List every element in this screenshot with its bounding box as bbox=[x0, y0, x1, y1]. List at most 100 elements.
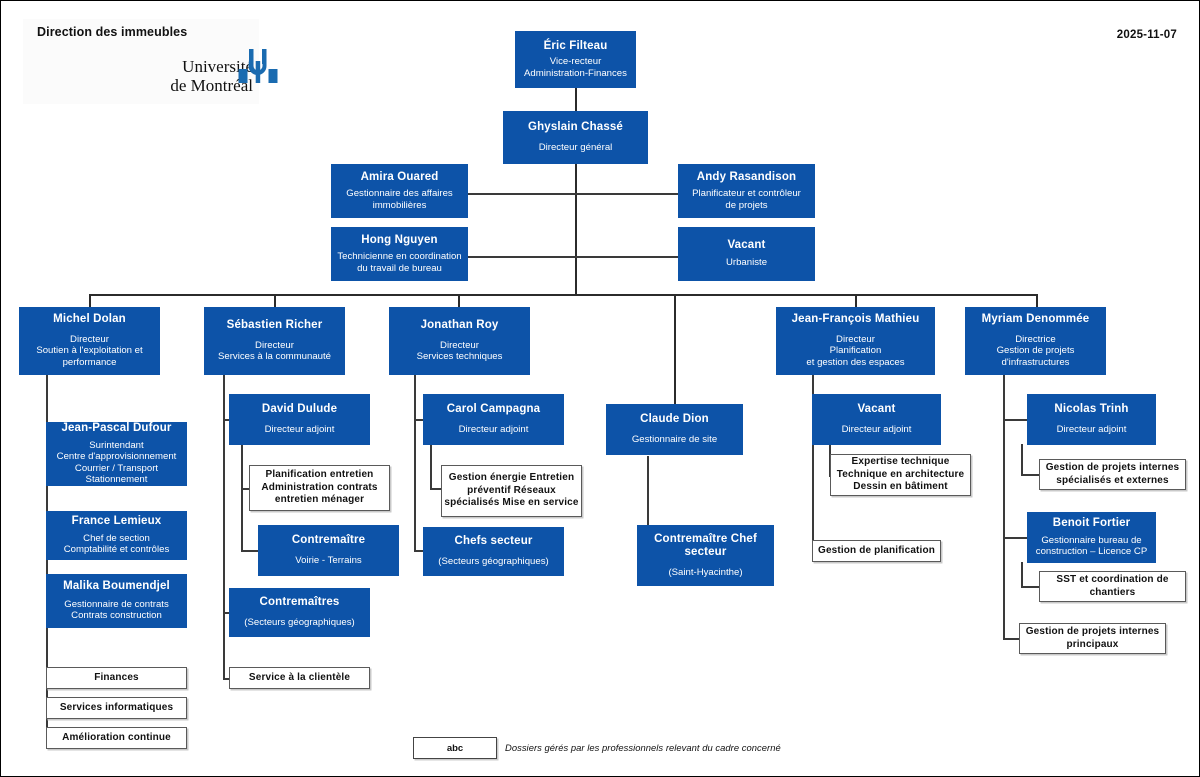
node-staff-andy-rasandison[interactable]: Andy Rasandison Planificateur et contrôl… bbox=[678, 164, 815, 218]
node-name: Ghyslain Chassé bbox=[528, 121, 623, 134]
university-name-line2: de Montréal bbox=[170, 76, 253, 95]
connector-denommee-projets-principaux bbox=[1003, 638, 1027, 640]
node-role: (Secteurs géographiques) bbox=[244, 616, 355, 628]
node-role: Directeur Services techniques bbox=[416, 339, 503, 363]
node-director-general[interactable]: Ghyslain Chassé Directeur général bbox=[503, 111, 648, 164]
node-contremaitres-secteurs[interactable]: Contremaîtres (Secteurs géographiques) bbox=[229, 588, 370, 637]
connector-drop-dion bbox=[674, 294, 676, 404]
legend-description: Dossiers gérés par les professionnels re… bbox=[505, 742, 781, 753]
node-planification-entretien[interactable]: Planification entretien Administration c… bbox=[249, 465, 390, 511]
connector-spine-denommee bbox=[1003, 375, 1005, 639]
udem-logo-mark-icon bbox=[238, 49, 278, 83]
node-vacant-directeur-adjoint[interactable]: Vacant Directeur adjoint bbox=[812, 394, 941, 445]
connector-staff-andy bbox=[575, 193, 678, 195]
connector-drop-denommee bbox=[1036, 294, 1038, 307]
node-amelioration-continue[interactable]: Amélioration continue bbox=[46, 727, 187, 749]
node-role: Gestionnaire de contrats Contrats constr… bbox=[64, 598, 169, 622]
node-director-michel-dolan[interactable]: Michel Dolan Directeur Soutien à l'explo… bbox=[19, 307, 160, 375]
node-name: Amélioration continue bbox=[62, 731, 171, 743]
node-name: Amira Ouared bbox=[360, 170, 439, 183]
node-role: Gestionnaire bureau de construction – Li… bbox=[1035, 534, 1148, 558]
node-gestion-energie[interactable]: Gestion énergie Entretien préventif Rése… bbox=[441, 465, 582, 517]
node-name: Contremaître bbox=[291, 534, 366, 547]
node-staff-urbaniste-vacant[interactable]: Vacant Urbaniste bbox=[678, 227, 815, 281]
node-role: Gestionnaire de site bbox=[631, 433, 718, 445]
node-role: Technicienne en coordination du travail … bbox=[337, 251, 462, 274]
node-director-myriam-denommee[interactable]: Myriam Denommée Directrice Gestion de pr… bbox=[965, 307, 1106, 375]
node-services-informatiques[interactable]: Services informatiques bbox=[46, 697, 187, 719]
node-chefs-secteur[interactable]: Chefs secteur (Secteurs géographiques) bbox=[423, 527, 564, 576]
connector-staff-hong bbox=[468, 256, 576, 258]
node-finances[interactable]: Finances bbox=[46, 667, 187, 689]
node-carol-campagna[interactable]: Carol Campagna Directeur adjoint bbox=[423, 394, 564, 445]
node-name: Gestion énergie Entretien préventif Rése… bbox=[444, 472, 579, 509]
node-name: Claude Dion bbox=[640, 413, 709, 426]
connector-drop-roy bbox=[458, 294, 460, 307]
node-gestion-projets-specialises[interactable]: Gestion de projets internes spécialisés … bbox=[1039, 459, 1186, 490]
connector-drop-dolan bbox=[89, 294, 91, 307]
node-name: Jonathan Roy bbox=[420, 319, 499, 332]
node-role: Voirie - Terrains bbox=[295, 554, 362, 566]
node-gestion-projets-principaux[interactable]: Gestion de projets internes principaux bbox=[1019, 623, 1166, 654]
node-staff-amira-ouared[interactable]: Amira Ouared Gestionnaire des affaires i… bbox=[331, 164, 468, 218]
legend-sample-box: abc bbox=[413, 737, 497, 759]
node-staff-hong-nguyen[interactable]: Hong Nguyen Technicienne en coordination… bbox=[331, 227, 468, 281]
node-role: Directeur adjoint bbox=[264, 423, 335, 435]
node-malika-boumendjel[interactable]: Malika Boumendjel Gestionnaire de contra… bbox=[46, 574, 187, 628]
node-david-dulude[interactable]: David Dulude Directeur adjoint bbox=[229, 394, 370, 445]
node-name: Benoit Fortier bbox=[1052, 517, 1131, 530]
node-expertise-technique[interactable]: Expertise technique Technique en archite… bbox=[830, 454, 971, 496]
node-role: Directrice Gestion de projets d'infrastr… bbox=[996, 333, 1075, 369]
node-role: Urbaniste bbox=[725, 256, 768, 268]
node-service-clientele[interactable]: Service à la clientèle bbox=[229, 667, 370, 689]
connector-staff-urbaniste bbox=[575, 256, 678, 258]
node-contremaitre-voirie[interactable]: Contremaître Voirie - Terrains bbox=[258, 525, 399, 576]
connector-spine-richer bbox=[223, 375, 225, 679]
node-name: Gestion de projets internes principaux bbox=[1025, 626, 1160, 650]
node-france-lemieux[interactable]: France Lemieux Chef de section Comptabil… bbox=[46, 511, 187, 560]
connector-filteau-chasse bbox=[575, 87, 577, 111]
node-name: Myriam Denommée bbox=[981, 313, 1090, 326]
node-director-sebastien-richer[interactable]: Sébastien Richer Directeur Services à la… bbox=[204, 307, 345, 375]
node-role: Directeur Soutien à l'exploitation et pe… bbox=[36, 333, 143, 369]
node-name: Finances bbox=[94, 671, 139, 683]
node-name: Carol Campagna bbox=[446, 403, 541, 416]
node-gestion-planification[interactable]: Gestion de planification bbox=[812, 540, 941, 562]
node-name: Éric Filteau bbox=[543, 39, 608, 52]
node-director-jean-francois-mathieu[interactable]: Jean-François Mathieu Directeur Planific… bbox=[776, 307, 935, 375]
node-name: Contremaîtres bbox=[259, 596, 340, 609]
node-name: Malika Boumendjel bbox=[63, 580, 170, 593]
node-role: Directeur général bbox=[538, 141, 613, 153]
node-name: Nicolas Trinh bbox=[1054, 403, 1129, 416]
node-name: Jean-Pascal Dufour bbox=[61, 422, 172, 435]
connector-denommee-fortier bbox=[1003, 537, 1027, 539]
node-role: Directeur adjoint bbox=[841, 423, 912, 435]
node-role: Directeur Services à la communauté bbox=[217, 339, 332, 363]
node-name: Planification entretien Administration c… bbox=[261, 469, 378, 506]
node-contremaitre-chef-secteur[interactable]: Contremaître Chef secteur (Saint-Hyacint… bbox=[637, 525, 774, 586]
node-vice-rector[interactable]: Éric Filteau Vice-recteur Administration… bbox=[515, 31, 636, 88]
node-role: Planificateur et contrôleur de projets bbox=[692, 188, 801, 211]
node-jean-pascal-dufour[interactable]: Jean-Pascal Dufour Surintendant Centre d… bbox=[46, 422, 187, 486]
connector-spine-dion bbox=[647, 456, 649, 551]
node-role: Vice-recteur Administration-Finances bbox=[524, 56, 627, 79]
node-name: Services informatiques bbox=[59, 701, 174, 713]
connector-denommee-trinh bbox=[1003, 419, 1027, 421]
node-name: Hong Nguyen bbox=[361, 233, 438, 246]
node-nicolas-trinh[interactable]: Nicolas Trinh Directeur adjoint bbox=[1027, 394, 1156, 445]
node-sst-coordination-chantiers[interactable]: SST et coordination de chantiers bbox=[1039, 571, 1186, 602]
node-name: Contremaître Chef secteur bbox=[654, 532, 757, 559]
node-role: (Secteurs géographiques) bbox=[438, 555, 549, 567]
node-name: Vacant bbox=[727, 239, 766, 252]
connector-main-spine bbox=[575, 163, 577, 295]
connector-director-bus bbox=[89, 294, 1037, 296]
node-name: Vacant bbox=[857, 403, 896, 416]
connector-drop-mathieu bbox=[855, 294, 857, 307]
node-role: Chef de section Comptabilité et contrôle… bbox=[63, 532, 170, 556]
node-name: France Lemieux bbox=[71, 515, 162, 528]
connector-staff-amira bbox=[468, 193, 576, 195]
node-benoit-fortier[interactable]: Benoit Fortier Gestionnaire bureau de co… bbox=[1027, 512, 1156, 563]
node-claude-dion[interactable]: Claude Dion Gestionnaire de site bbox=[606, 404, 743, 455]
node-director-jonathan-roy[interactable]: Jonathan Roy Directeur Services techniqu… bbox=[389, 307, 530, 375]
